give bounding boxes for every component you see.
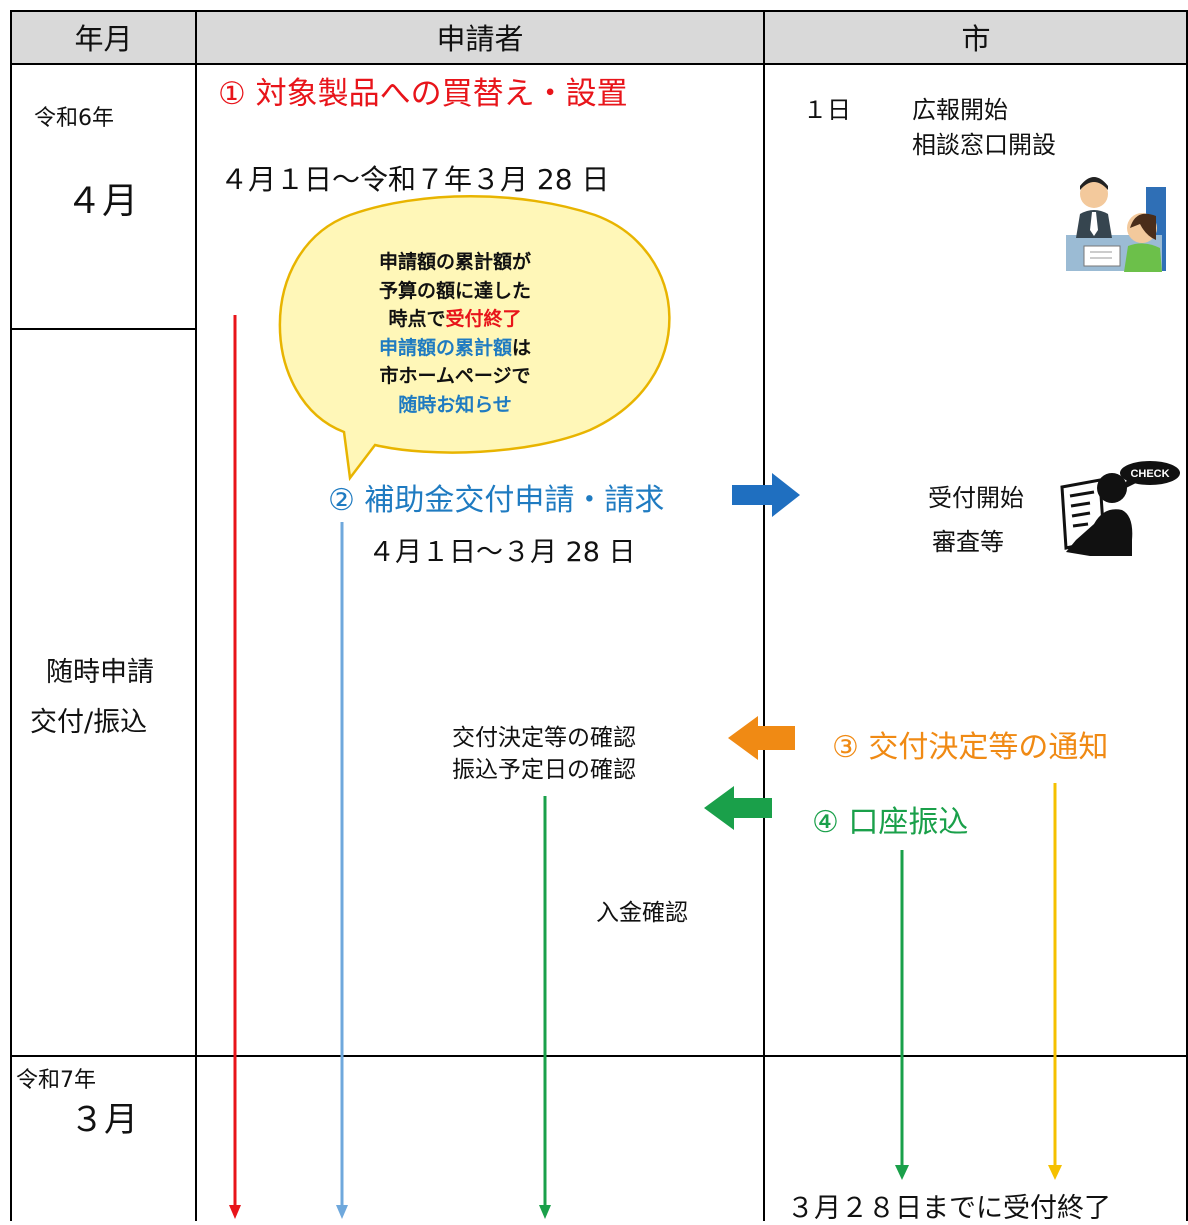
step1-period: ４月１日～令和７年３月 28 日	[220, 163, 610, 196]
blue-application-arrow	[732, 473, 800, 517]
bubble-line-1: 申請額の累計額が	[378, 251, 531, 273]
deposit-confirm-text: 入金確認	[596, 900, 688, 926]
step2-period: ４月１日～３月 28 日	[368, 537, 636, 568]
city-review: 審査等	[932, 528, 1004, 556]
grid-line-april-bottom	[11, 328, 196, 330]
check-badge-text: CHECK	[1130, 468, 1169, 480]
bubble-line-3-prefix: 時点で	[388, 308, 446, 330]
city-day-1: １日	[803, 96, 851, 124]
header-city-label: 市	[961, 22, 991, 56]
green-transfer-arrow	[704, 786, 772, 830]
header-month-label: 年月	[74, 22, 133, 56]
bubble-line-4-suffix: は	[512, 336, 532, 359]
april-era-label: 令和6年	[34, 106, 114, 131]
red-timeline-arrow	[229, 315, 241, 1219]
grid-line-right	[1186, 10, 1188, 1221]
green-applicant-timeline-arrow	[539, 796, 551, 1219]
city-desk-open: 相談窓口開設	[912, 131, 1056, 159]
april-month-label: ４月	[66, 181, 139, 222]
bubble-line-6: 随時お知らせ	[398, 393, 512, 416]
confirm-decision-text: 交付決定等の確認	[452, 725, 636, 751]
confirm-transfer-date-text: 振込予定日の確認	[452, 757, 636, 783]
orange-notification-arrow	[728, 716, 795, 760]
step4-title: ④ 口座振込	[812, 805, 969, 840]
grid-line-col1	[195, 10, 197, 1221]
header-city: 市	[764, 11, 1188, 63]
continuous-application-label-2: 交付/振込	[30, 707, 148, 738]
city-pr-start: 広報開始	[912, 96, 1008, 124]
grid-line-top	[11, 10, 1188, 12]
grid-line-march-top	[11, 1055, 1188, 1057]
header-applicant-label: 申請者	[436, 22, 524, 56]
grid-line-left	[10, 10, 12, 1221]
city-deadline: ３月２８日までに受付終了	[787, 1193, 1111, 1224]
city-accept-start: 受付開始	[928, 484, 1024, 512]
bubble-line-2: 予算の額に達した	[378, 279, 531, 302]
bubble-line-3: 時点で受付終了	[330, 305, 580, 334]
blue-timeline-arrow	[336, 522, 348, 1219]
continuous-application-label-1: 随時申請	[46, 657, 154, 688]
grid-line-header-bottom	[11, 63, 1188, 65]
march-era-label: 令和7年	[16, 1068, 96, 1093]
step3-title: ③ 交付決定等の通知	[832, 730, 1109, 765]
bubble-line-5: 市ホームページで	[379, 365, 531, 387]
green-city-timeline-arrow	[895, 850, 909, 1180]
bubble-reception-end: 受付終了	[445, 308, 522, 330]
speech-bubble-text: 申請額の累計額が 予算の額に達した 時点で受付終了 申請額の累計額は 市ホームペ…	[330, 248, 580, 419]
header-applicant: 申請者	[196, 11, 764, 63]
march-month-label: ３月	[70, 1100, 138, 1140]
step1-title: ① 対象製品への買替え・設置	[218, 76, 628, 112]
bubble-cumulative-amount: 申請額の累計額	[378, 336, 512, 359]
yellow-city-timeline-arrow	[1048, 783, 1062, 1180]
header-month: 年月	[11, 11, 196, 63]
speech-bubble-shape	[278, 195, 671, 482]
grid-line-col2	[763, 10, 765, 1221]
bubble-line-4: 申請額の累計額は	[330, 334, 580, 363]
step2-title: ② 補助金交付申請・請求	[328, 483, 665, 518]
